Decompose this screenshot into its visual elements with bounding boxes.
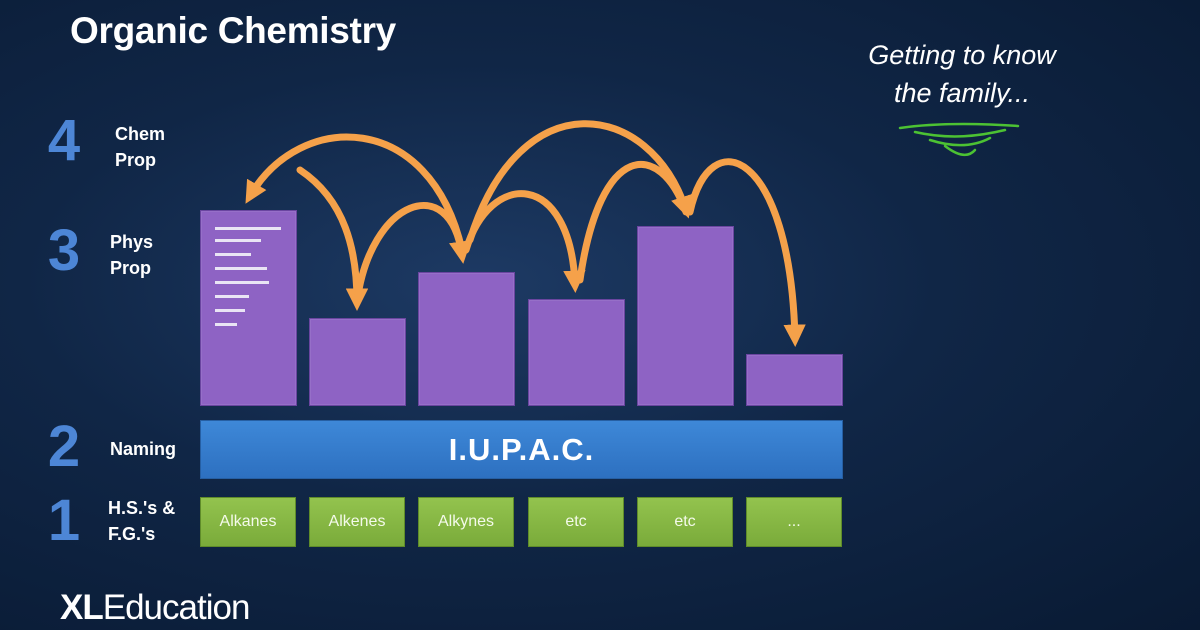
text-line xyxy=(215,281,269,284)
family-block-etc-1: etc xyxy=(528,497,624,547)
property-bar-4 xyxy=(528,299,625,406)
arrow-bar5-to-bar6 xyxy=(686,158,806,347)
family-block-etc-2: etc xyxy=(637,497,733,547)
level-4-number: 4 xyxy=(47,108,81,173)
family-block-alkenes: Alkenes xyxy=(309,497,405,547)
level-3-label-line-1: Phys xyxy=(110,232,154,252)
iupac-bar: I.U.P.A.C. xyxy=(200,420,843,479)
property-bar-3 xyxy=(418,272,515,406)
level-1-label-line-2: F.G.'s xyxy=(108,524,156,544)
level-3-label-line-2: Prop xyxy=(110,258,152,278)
arrow-bar3-to-bar1 xyxy=(245,133,466,254)
text-line xyxy=(215,295,249,298)
property-bar-6 xyxy=(746,354,843,406)
text-line xyxy=(215,253,251,256)
level-3-number: 3 xyxy=(47,218,81,283)
level-1-label: H.S.'s & F.G.'s xyxy=(108,495,175,547)
family-block-alkynes: Alkynes xyxy=(418,497,514,547)
text-line xyxy=(215,323,237,326)
family-block-more: ... xyxy=(746,497,842,547)
level-2-label: Naming xyxy=(110,436,176,462)
level-2-label-line-1: Naming xyxy=(110,439,177,459)
level-2-number: 2 xyxy=(47,414,81,479)
text-line xyxy=(215,309,245,312)
level-4-label: Chem Prop xyxy=(115,121,165,173)
arrow-bar1-to-bar2 xyxy=(296,166,369,311)
arrow-bar2-to-bar3 xyxy=(353,202,472,306)
property-bar-1 xyxy=(200,210,297,406)
arrow-bar4-to-bar5 xyxy=(576,160,690,284)
scribble-icon xyxy=(898,122,1020,157)
property-bar-2 xyxy=(309,318,406,406)
arrow-bar3-to-bar5 xyxy=(466,120,693,244)
text-line xyxy=(215,267,267,270)
property-bar-5 xyxy=(637,226,734,406)
brand-logo-regular: Education xyxy=(102,588,251,627)
page-title: Organic Chemistry xyxy=(70,10,396,51)
level-1-label-line-1: H.S.'s & xyxy=(108,498,176,518)
level-1-number: 1 xyxy=(47,488,81,553)
tagline: Getting to know the family... xyxy=(830,36,1094,112)
text-line xyxy=(215,239,261,242)
tagline-line-2: the family... xyxy=(893,78,1031,108)
level-4-label-line-1: Chem xyxy=(115,124,166,144)
level-4-label-line-2: Prop xyxy=(115,150,157,170)
brand-logo: XLEducation xyxy=(60,588,251,628)
level-3-label: Phys Prop xyxy=(110,229,153,281)
brand-logo-bold: XL xyxy=(60,588,104,627)
text-line xyxy=(215,227,281,230)
tagline-line-1: Getting to know xyxy=(868,40,1056,70)
family-block-alkanes: Alkanes xyxy=(200,497,296,547)
